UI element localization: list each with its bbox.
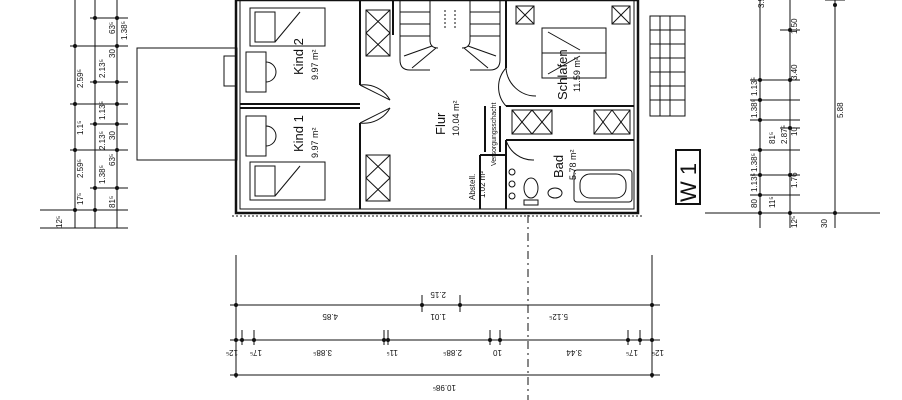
left-dim-inner-3: 1.13⁵	[98, 101, 107, 120]
bottom-dim-row3-1: 12⁵	[226, 348, 238, 357]
right-dim-inner-7: 80	[750, 199, 759, 208]
right-dim-inner-6: 81⁵	[768, 132, 777, 144]
right-dim-inner-8: 11⁵	[768, 196, 777, 208]
left-dim-inner-5: 1.38⁵	[98, 165, 107, 184]
beds	[249, 7, 607, 201]
bottom-dim-row3-9: 12⁵	[652, 348, 664, 357]
left-dim-small-3: 30	[108, 131, 117, 140]
left-dim-small-5: 17⁵	[76, 193, 85, 205]
sheet-label: W 1	[676, 163, 701, 202]
desks	[245, 51, 277, 157]
bathroom-fixtures	[508, 168, 633, 206]
right-dim-inner-4: 1.38⁵	[750, 153, 759, 172]
right-balcony	[649, 15, 686, 117]
left-dim-outer-1: 2.59⁵	[76, 69, 85, 88]
room-name-bad: Bad	[551, 155, 566, 178]
left-dim-outer-2: 1.1⁵	[76, 121, 85, 135]
left-dim-inner-2: 2.13⁵	[98, 59, 107, 78]
left-dimension-chain	[40, 0, 128, 229]
room-name-flur: Flur	[433, 112, 448, 135]
room-area-schlafen: 11.59 m²	[572, 57, 582, 92]
right-dimension-chain	[705, 0, 880, 228]
bottom-dim-row3-2: 17⁵	[250, 348, 262, 357]
shaft-label: Versorgungsschacht	[491, 103, 498, 166]
bottom-dim-row3-4: 11⁵	[386, 348, 398, 357]
bottom-dim-row3-3: 3.88⁵	[313, 348, 332, 357]
right-dim-mid-3: 10	[790, 127, 799, 136]
entrance-step	[223, 55, 237, 87]
right-dim-inner-1: 1.13⁵	[750, 77, 759, 96]
left-dim-small-2: 63⁵	[108, 22, 117, 34]
room-area-kind1: 9.97 m²	[310, 127, 320, 158]
wardrobes	[365, 5, 631, 202]
left-dim-outer-3: 2.59⁵	[76, 159, 85, 178]
left-dim-inner-4: 2.13⁵	[98, 131, 107, 150]
bottom-dim-row3-6: 10	[493, 348, 502, 357]
right-dim-outer-2: 5.88	[836, 102, 845, 118]
bottom-dim-total: 10.98⁵	[433, 383, 456, 392]
right-dim-mid-5: 30	[820, 219, 829, 228]
room-area-abstell: 1.02 m²	[478, 171, 487, 198]
bottom-dim-row1-1: 2.15	[430, 290, 446, 299]
right-dim-inner-5: 1.13⁵	[750, 173, 759, 192]
right-dim-inner-3: 2.87⁵	[780, 125, 789, 144]
room-name-schlafen: Schlafen	[555, 49, 570, 100]
door-swings	[359, 67, 537, 161]
room-area-flur: 10.04 m²	[451, 100, 461, 136]
left-dim-small-4: 63⁵	[108, 154, 117, 166]
left-dim-small-1: 30	[108, 49, 117, 58]
right-dim-mid-1: 1.50	[790, 18, 799, 34]
bottom-dimension-chain	[230, 255, 660, 378]
room-name-abstell: Abstell.	[468, 174, 477, 200]
sheet-label-box	[675, 149, 701, 205]
bottom-dim-row1-2: 1.01	[430, 312, 446, 321]
staircase	[399, 0, 501, 71]
entrance-canopy	[136, 47, 238, 161]
right-dim-inner-9: 12⁵	[790, 216, 799, 228]
bottom-dim-row2-1: 4.85	[322, 312, 338, 321]
interior-walls	[240, 0, 634, 209]
right-dim-inner-2: 1.38⁵	[750, 99, 759, 118]
left-dim-inner-1: 1.38⁵	[120, 21, 129, 40]
right-dim-mid-4: 1.76	[790, 172, 799, 188]
right-dim-mid-2: 3.40	[790, 64, 799, 80]
left-dim-small-7: 81⁵	[108, 196, 117, 208]
left-dim-small-6: 12⁵	[55, 216, 64, 228]
room-area-bad: 5.78 m²	[568, 149, 578, 180]
right-dim-outer-1: 3.5	[757, 0, 766, 8]
bottom-dim-row3-5: 2.88⁵	[443, 348, 462, 357]
bottom-dim-row3-8: 17⁵	[626, 348, 638, 357]
room-name-kind2: Kind 2	[291, 38, 306, 75]
room-name-kind1: Kind 1	[291, 115, 306, 152]
room-area-kind2: 9.97 m²	[310, 49, 320, 80]
bottom-dim-row2-2: 5.12⁵	[549, 312, 568, 321]
bottom-dim-row3-7: 3.44	[566, 348, 582, 357]
